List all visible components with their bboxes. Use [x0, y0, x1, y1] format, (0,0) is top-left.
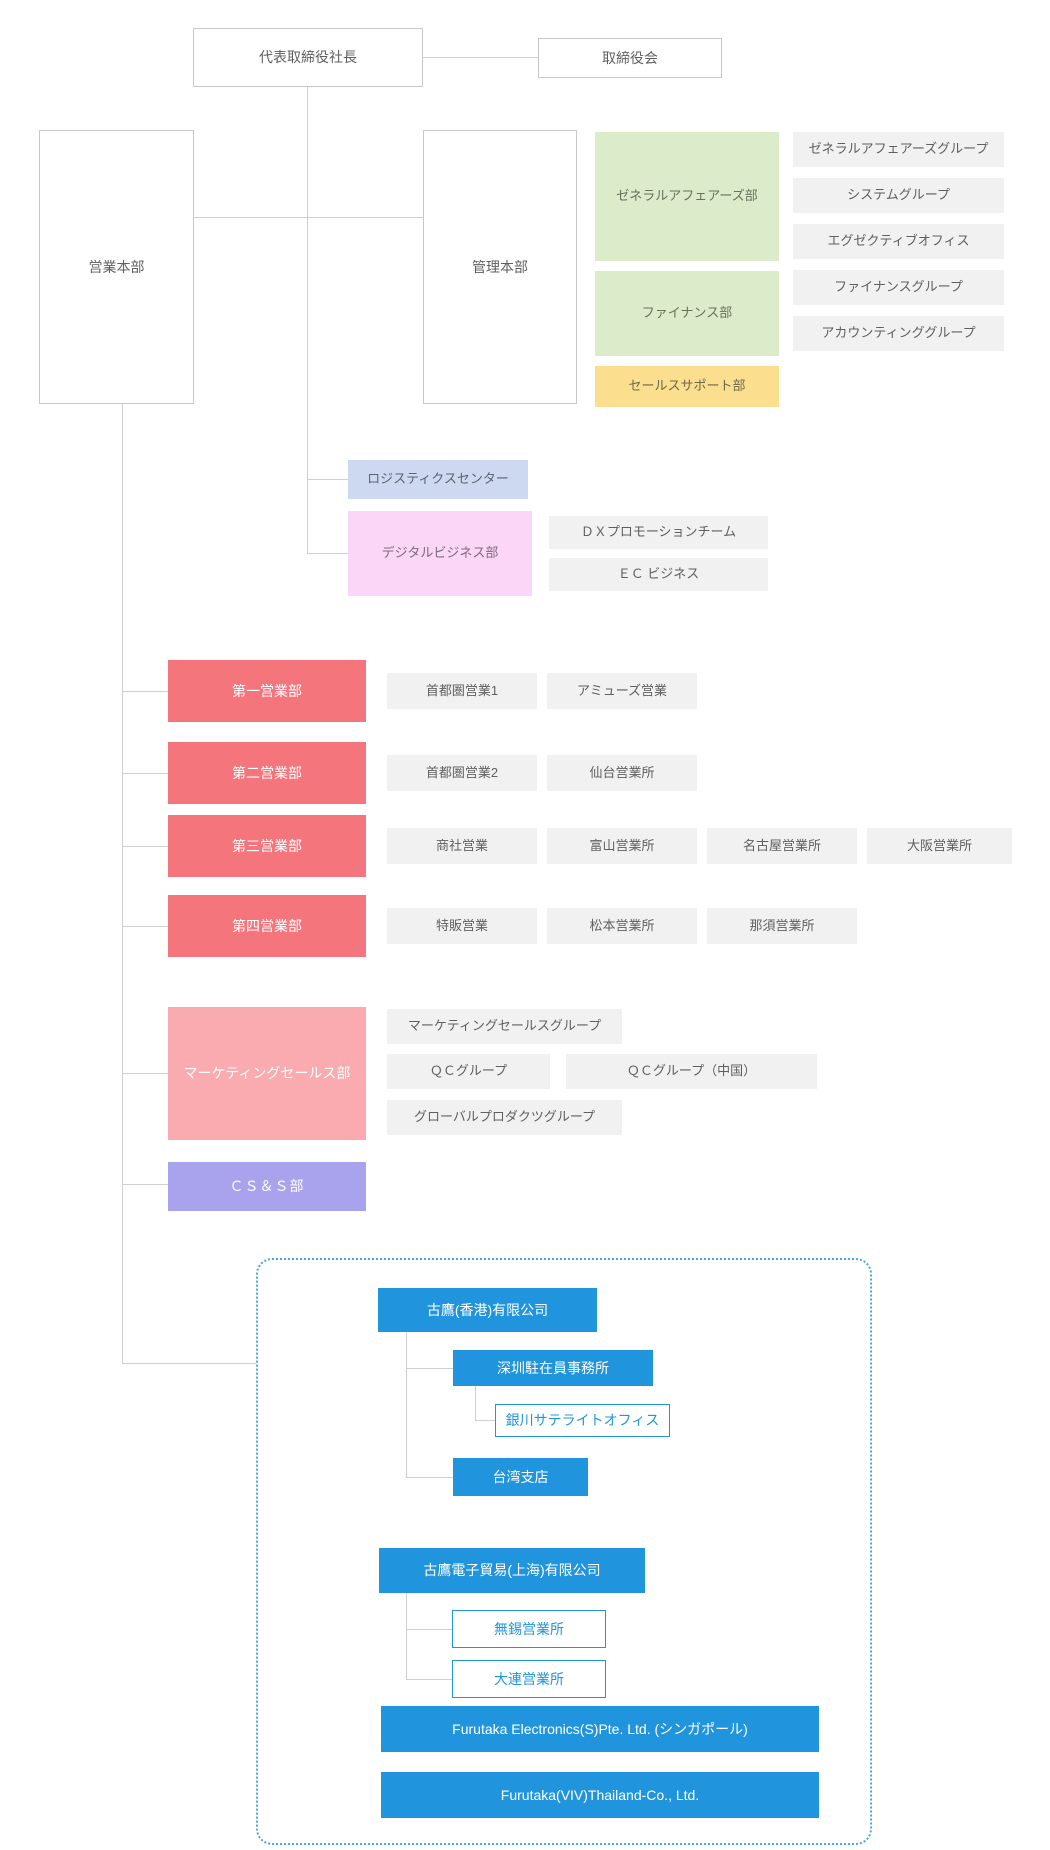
org-node-wuxi: 無錫営業所	[452, 1610, 606, 1648]
org-node-accounting-group: アカウンティンググループ	[793, 316, 1004, 351]
org-node-tokuhan-sales: 特販営業	[387, 908, 537, 944]
connector-stub-logistics	[307, 479, 348, 480]
org-node-qc-group: ＱＣグループ	[387, 1054, 550, 1089]
connector-stub-taiwan	[406, 1477, 453, 1478]
connector-stub-dept4	[122, 926, 168, 927]
org-node-sales-dept-2: 第二営業部	[168, 742, 366, 804]
org-node-sendai-office: 仙台営業所	[547, 755, 697, 791]
org-node-board: 取締役会	[538, 38, 722, 78]
org-node-logistics-center: ロジスティクスセンター	[348, 460, 528, 499]
connector-stub-dept3	[122, 846, 168, 847]
connector-president-trunk	[307, 87, 308, 553]
org-node-ec-business: ＥＣ ビジネス	[549, 558, 768, 591]
org-node-executive-office: エグゼクティブオフィス	[793, 224, 1004, 259]
org-node-marketing-sales-group: マーケティングセールスグループ	[387, 1009, 622, 1044]
connector-stub-wuxi	[406, 1629, 452, 1630]
connector-stub-dalian	[406, 1679, 452, 1680]
org-node-digital-business-dept: デジタルビジネス部	[348, 511, 532, 596]
org-node-sales-dept-1: 第一営業部	[168, 660, 366, 722]
org-node-yinchuan: 銀川サテライトオフィス	[495, 1404, 670, 1437]
org-node-amuse-sales: アミューズ営業	[547, 673, 697, 709]
org-node-metro-sales-2: 首都圏営業2	[387, 755, 537, 791]
connector-sales-trunk	[122, 404, 123, 1363]
connector-stub-digital	[307, 553, 348, 554]
connector-stub-shenzhen	[406, 1368, 453, 1369]
org-node-dalian: 大連営業所	[452, 1660, 606, 1698]
connector-stub-css	[122, 1184, 168, 1185]
org-node-taiwan: 台湾支店	[453, 1458, 588, 1496]
org-node-sales-hq: 営業本部	[39, 130, 194, 404]
org-node-finance-group: ファイナンスグループ	[793, 270, 1004, 305]
org-node-shenzhen: 深圳駐在員事務所	[453, 1350, 653, 1386]
org-node-president: 代表取締役社長	[193, 28, 423, 87]
org-node-qc-group-china: ＱＣグループ（中国）	[566, 1054, 817, 1089]
org-node-sales-dept-3: 第三営業部	[168, 815, 366, 877]
org-node-metro-sales-1: 首都圏営業1	[387, 673, 537, 709]
org-node-toyama-office: 富山営業所	[547, 828, 697, 864]
connector-shenzhen-trunk	[475, 1386, 476, 1420]
org-node-css-dept: ＣＳ＆Ｓ部	[168, 1162, 366, 1211]
overseas-group-frame	[256, 1258, 872, 1845]
org-node-global-products-group: グローバルプロダクツグループ	[387, 1100, 622, 1135]
connector-to-overseas	[122, 1363, 256, 1364]
org-node-sales-support-dept: セールスサポート部	[595, 366, 779, 407]
org-node-trading-sales: 商社営業	[387, 828, 537, 864]
connector-hk-trunk	[406, 1332, 407, 1477]
org-node-nasu-office: 那須営業所	[707, 908, 857, 944]
org-node-shanghai: 古鷹電子貿易(上海)有限公司	[379, 1548, 645, 1593]
connector-stub-dept1	[122, 691, 168, 692]
org-node-singapore: Furutaka Electronics(S)Pte. Ltd. (シンガポール…	[381, 1706, 819, 1752]
org-node-admin-hq: 管理本部	[423, 130, 577, 404]
connector-shanghai-trunk	[406, 1593, 407, 1679]
connector-stub-dept2	[122, 773, 168, 774]
connector-sales-admin	[194, 217, 423, 218]
org-node-thailand: Furutaka(VIV)Thailand-Co., Ltd.	[381, 1772, 819, 1818]
connector-president-board	[423, 57, 538, 58]
org-node-general-affairs-dept: ゼネラルアフェアーズ部	[595, 132, 779, 261]
org-node-nagoya-office: 名古屋営業所	[707, 828, 857, 864]
org-node-system-group: システムグループ	[793, 178, 1004, 213]
connector-stub-marketing	[122, 1073, 168, 1074]
org-node-dx-promotion-team: ＤＸプロモーションチーム	[549, 516, 768, 549]
org-node-general-affairs-group: ゼネラルアフェアーズグループ	[793, 132, 1004, 167]
org-node-finance-dept: ファイナンス部	[595, 271, 779, 356]
connector-stub-yinchuan	[475, 1420, 495, 1421]
org-node-marketing-sales-dept: マーケティングセールス部	[168, 1007, 366, 1140]
org-node-osaka-office: 大阪営業所	[867, 828, 1012, 864]
org-node-matsumoto-office: 松本営業所	[547, 908, 697, 944]
org-node-hongkong: 古鷹(香港)有限公司	[378, 1288, 597, 1332]
org-node-sales-dept-4: 第四営業部	[168, 895, 366, 957]
